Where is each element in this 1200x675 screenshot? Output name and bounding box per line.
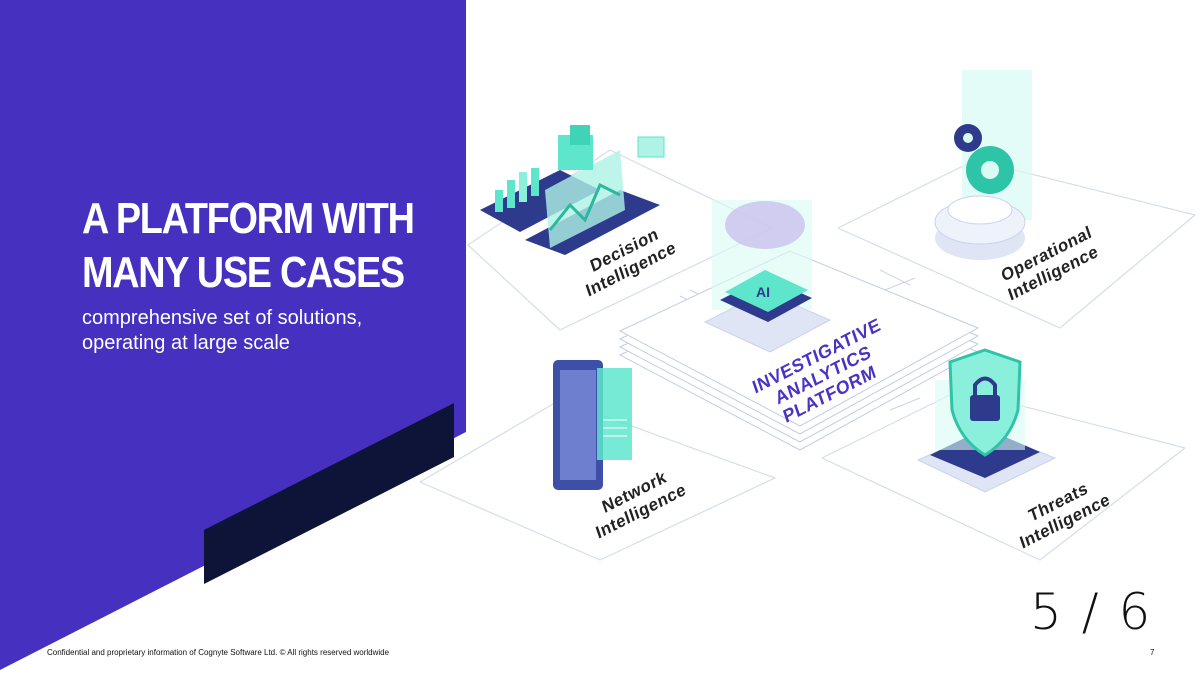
title-line-1: A PLATFORM WITH <box>82 194 415 243</box>
chip-label: AI <box>756 284 770 300</box>
slide-subtitle: comprehensive set of solutions, operatin… <box>82 306 362 356</box>
chart-icon <box>480 125 665 255</box>
slide-number: 7 <box>1150 648 1155 657</box>
page-indicator: 5 / 6 <box>1030 583 1153 641</box>
subtitle-line-1: comprehensive set of solutions, <box>82 307 363 329</box>
navy-accent-bar <box>204 403 454 584</box>
gear-icon <box>934 70 1032 260</box>
card-center <box>618 250 980 451</box>
purple-panel <box>0 0 466 670</box>
subtitle-line-2: operating at large scale <box>82 332 290 354</box>
ai-chip-icon: AI <box>703 200 832 353</box>
slide-title: A PLATFORM WITH MANY USE CASES <box>82 192 415 300</box>
shield-lock-icon <box>916 348 1057 493</box>
phone-icon <box>553 360 632 490</box>
footer-confidentiality: Confidential and proprietary information… <box>47 648 390 657</box>
title-line-2: MANY USE CASES <box>82 248 405 297</box>
